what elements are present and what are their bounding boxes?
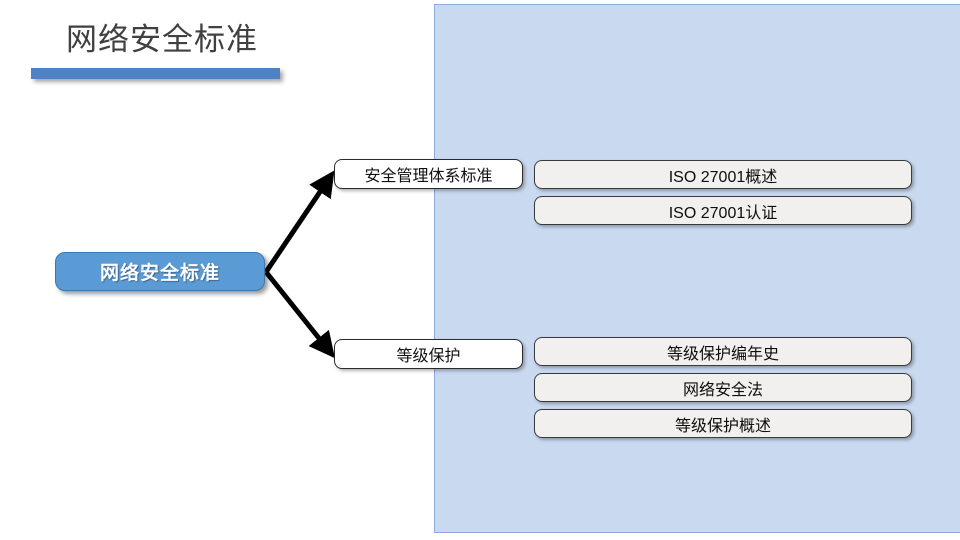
mindmap-root-label: 网络安全标准 [99, 263, 220, 284]
mindmap-leaf-node-0-1[interactable]: ISO 27001认证 [534, 196, 912, 225]
mindmap-branch-label-1: 等级保护 [396, 348, 461, 365]
mindmap-leaf-label-0-0: ISO 27001概述 [668, 168, 778, 186]
mindmap-leaf-node-0-0[interactable]: ISO 27001概述 [534, 160, 912, 189]
mindmap-branch-node-1[interactable]: 等级保护 [334, 339, 523, 369]
title-underline-bar [31, 68, 280, 79]
mindmap-leaf-label-1-2: 等级保护概述 [674, 417, 771, 435]
arrow-root-to-branch-1 [264, 270, 335, 359]
mindmap-leaf-node-1-1[interactable]: 网络安全法 [534, 373, 912, 402]
page-title: 网络安全标准 [66, 22, 258, 57]
mindmap-leaf-label-0-1: ISO 27001认证 [668, 204, 778, 222]
mindmap-branch-label-0: 安全管理体系标准 [364, 168, 493, 185]
mindmap-leaf-node-1-0[interactable]: 等级保护编年史 [534, 337, 912, 366]
mindmap-leaf-label-1-0: 等级保护编年史 [666, 345, 779, 363]
mindmap-leaf-label-1-1: 网络安全法 [682, 381, 763, 399]
mindmap-leaf-node-1-2[interactable]: 等级保护概述 [534, 409, 912, 438]
mindmap-root-node[interactable]: 网络安全标准 [55, 252, 265, 291]
mindmap-branch-node-0[interactable]: 安全管理体系标准 [334, 159, 523, 189]
content-panel [434, 4, 960, 533]
arrow-root-to-branch-0 [263, 170, 335, 274]
